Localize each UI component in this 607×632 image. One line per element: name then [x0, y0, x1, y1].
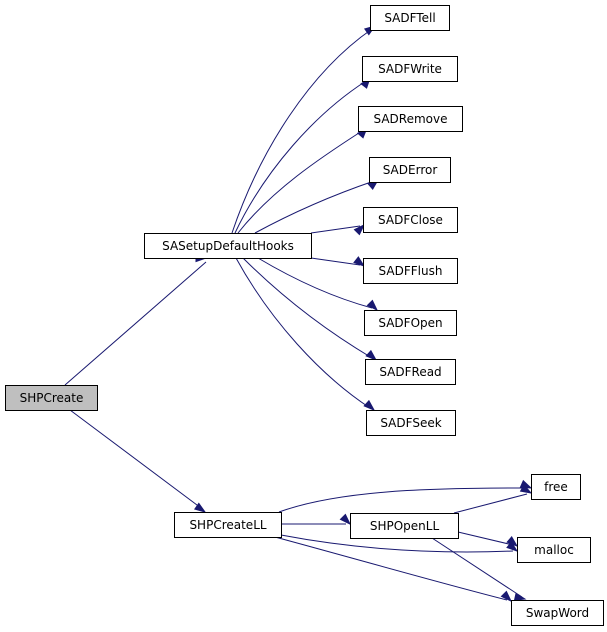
edge-shpopenll-to-swapword	[431, 537, 527, 601]
edge-line	[257, 257, 373, 309]
node-label: SADFFlush	[379, 264, 443, 278]
arrowhead-icon	[513, 592, 527, 601]
node-box	[370, 5, 450, 31]
node-sadftell[interactable]: SADFTell	[370, 5, 450, 31]
node-box	[144, 233, 312, 259]
node-box	[350, 513, 459, 539]
edge-shpcreatell-to-malloc	[280, 534, 519, 553]
edge-line	[235, 257, 371, 409]
node-saderror[interactable]: SADError	[369, 157, 451, 183]
node-label: SADRemove	[374, 112, 448, 126]
arrowhead-icon	[363, 399, 376, 412]
node-label: free	[544, 480, 568, 494]
edge-shpcreatell-to-shpopenll	[281, 513, 352, 526]
node-sadfwrite[interactable]: SADFWrite	[362, 56, 458, 82]
edge-sasetupdefaulthooks-to-sadfread	[242, 257, 378, 362]
node-box	[174, 512, 282, 538]
node-malloc[interactable]: malloc	[517, 537, 591, 563]
edge-sasetupdefaulthooks-to-saremove	[237, 126, 368, 234]
node-label: SADFWrite	[378, 62, 442, 76]
edge-shpcreatell-to-free	[278, 479, 533, 513]
node-box	[363, 207, 458, 233]
node-sadfopen[interactable]: SADFOpen	[364, 310, 457, 336]
node-label: SADFClose	[378, 213, 443, 227]
node-box	[358, 106, 463, 132]
node-box	[517, 537, 591, 563]
edge-line	[280, 534, 514, 553]
edge-line	[234, 80, 367, 234]
node-box	[366, 410, 456, 436]
edge-shpcreate-to-shpcreatell	[69, 409, 207, 513]
edge-line	[278, 487, 528, 513]
edge-line	[310, 225, 361, 234]
node-box	[369, 157, 451, 183]
edge-sasetupdefaulthooks-to-sadfflush	[310, 256, 366, 267]
node-label: SADFOpen	[378, 316, 442, 330]
edge-line	[254, 180, 375, 234]
node-sasetupdefaulthooks[interactable]: SASetupDefaultHooks	[144, 233, 312, 259]
node-box	[511, 600, 604, 626]
arrowhead-icon	[353, 223, 366, 236]
edge-shpcreate-to-sasetupdefaulthooks	[64, 253, 208, 386]
node-sadfflush[interactable]: SADFFlush	[363, 258, 458, 284]
edge-line	[457, 531, 514, 546]
node-sadfread[interactable]: SADFRead	[365, 359, 456, 385]
edge-sasetupdefaulthooks-to-sadftell	[231, 25, 377, 234]
edge-shpopenll-to-free	[453, 484, 533, 514]
node-box	[364, 310, 457, 336]
arrowhead-icon	[506, 541, 519, 552]
node-label: SHPCreate	[20, 391, 84, 405]
node-box	[362, 56, 458, 82]
node-saremove[interactable]: SADRemove	[358, 106, 463, 132]
node-sadfclose[interactable]: SADFClose	[363, 207, 458, 233]
edge-sasetupdefaulthooks-to-sadfseek	[235, 257, 376, 412]
arrowhead-icon	[339, 513, 352, 526]
arrowhead-icon	[506, 535, 519, 547]
node-sadfseek[interactable]: SADFSeek	[366, 410, 456, 436]
node-box	[531, 474, 581, 500]
node-box	[5, 385, 98, 411]
arrowhead-icon	[366, 299, 379, 312]
node-box	[363, 258, 458, 284]
edge-sasetupdefaulthooks-to-sadfopen	[257, 257, 379, 312]
edge-line	[69, 409, 202, 509]
node-label: SHPCreateLL	[189, 518, 266, 532]
node-label: SADFTell	[384, 11, 435, 25]
edge-line	[231, 28, 373, 234]
node-label: SwapWord	[526, 606, 589, 620]
node-shpopenll[interactable]: SHPOpenLL	[350, 513, 459, 539]
edge-line	[274, 536, 508, 601]
node-swapword[interactable]: SwapWord	[511, 600, 604, 626]
arrowhead-icon	[193, 502, 207, 513]
node-label: SADFRead	[379, 365, 441, 379]
edge-line	[431, 537, 523, 598]
edge-sasetupdefaulthooks-to-sadfclose	[310, 223, 366, 236]
node-free[interactable]: free	[531, 474, 581, 500]
edge-sasetupdefaulthooks-to-saderror	[254, 179, 380, 234]
node-label: SHPOpenLL	[370, 519, 440, 533]
arrowhead-icon	[500, 590, 513, 603]
node-shpcreate[interactable]: SHPCreate	[5, 385, 98, 411]
edge-line	[242, 257, 373, 359]
node-label: SADError	[383, 163, 438, 177]
edge-line	[310, 257, 361, 266]
edge-shpopenll-to-malloc	[457, 531, 519, 547]
node-box	[365, 359, 456, 385]
node-label: malloc	[534, 543, 574, 557]
arrowhead-icon	[353, 256, 366, 267]
node-shpcreatell[interactable]: SHPCreateLL	[174, 512, 282, 538]
node-label: SADFSeek	[380, 416, 441, 430]
edge-line	[64, 261, 207, 386]
arrowhead-icon	[365, 349, 378, 362]
edge-shpcreatell-to-swapword	[274, 536, 513, 603]
edge-line	[453, 493, 528, 514]
node-label: SASetupDefaultHooks	[162, 239, 294, 253]
edge-line	[237, 130, 363, 234]
arrowhead-icon	[519, 484, 533, 494]
